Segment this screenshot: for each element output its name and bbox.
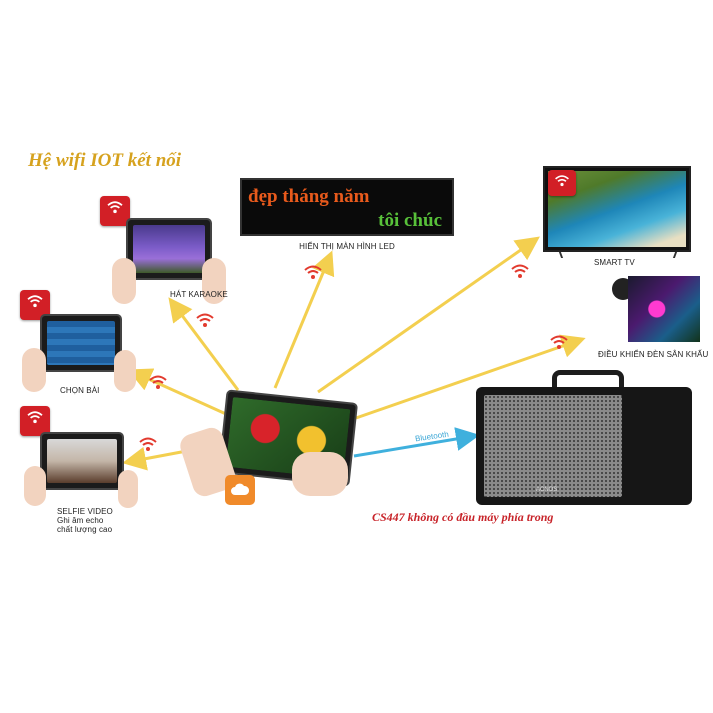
hand [202, 258, 226, 304]
tv-stand [558, 252, 576, 258]
karaoke-tablet [126, 218, 212, 280]
arrow-to-stage-light [355, 334, 586, 420]
wifi-app-badge [548, 170, 576, 196]
wifi-icon [511, 264, 529, 278]
chon-bai-label: CHỌN BÀI [60, 386, 100, 395]
selfie-label-1: SELFIE VIDEO [57, 507, 113, 516]
cloud-app-icon [225, 475, 255, 505]
selfie-label-2: Ghi âm echo [57, 516, 104, 525]
selfie-label-3: chất lượng cao [57, 525, 113, 534]
arrow-to-chon-bai [127, 368, 227, 416]
wifi-app-badge [20, 406, 50, 436]
wifi-app-badge [100, 196, 130, 226]
led-line-1: đẹp tháng năm [248, 186, 370, 207]
hand [24, 466, 46, 506]
karaoke-label: HÁT KARAOKE [170, 290, 228, 299]
speaker-grille [484, 395, 622, 497]
wifi-icon [196, 313, 214, 327]
arrow-to-speaker [353, 427, 480, 458]
selfie-tablet [40, 432, 124, 490]
stage-light-label: ĐIỀU KHIỂN ĐÈN SÂN KHẤU [598, 350, 709, 359]
arrow-to-karaoke [168, 297, 240, 391]
stage-light-effect [628, 276, 700, 342]
diagram-title: Hệ wifi IOT kết nối [28, 150, 182, 171]
led-line-2: tôi chúc [378, 210, 442, 231]
speaker-handle [552, 370, 624, 395]
speaker-brand: ACNOS [536, 487, 558, 493]
hand [112, 258, 136, 304]
hand [292, 452, 348, 496]
hand [22, 348, 46, 392]
arrow-to-tv [317, 236, 540, 394]
song-select-tablet [40, 314, 122, 372]
product-note: CS447 không có đầu máy phía trong [372, 510, 554, 524]
tv-stand [660, 252, 678, 258]
wifi-icon [139, 437, 157, 451]
hand [118, 470, 138, 508]
wifi-icon [304, 265, 322, 279]
wifi-icon [149, 375, 167, 389]
speaker: ACNOS [476, 387, 692, 505]
arrow-to-led [273, 250, 335, 389]
hand [114, 350, 136, 392]
led-sign: đẹp tháng năm tôi chúc [240, 178, 454, 236]
smart-tv-label: SMART TV [594, 258, 635, 267]
wifi-icon [550, 335, 568, 349]
led-caption: HIỂN THỊ MÀN HÌNH LED [299, 242, 395, 251]
